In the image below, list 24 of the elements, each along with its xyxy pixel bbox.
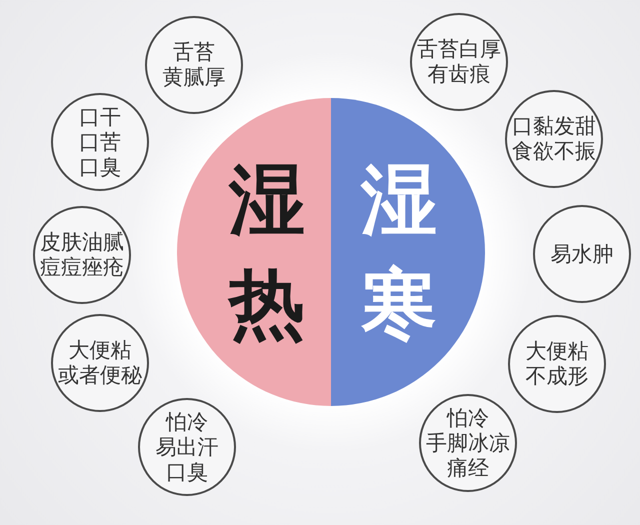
symptom-text: 舌苔 <box>173 40 215 65</box>
symptom-text: 大便粘 <box>526 339 588 364</box>
symptom-text: 食欲不振 <box>512 139 596 164</box>
symptom-text: 皮肤油腻 <box>40 230 124 255</box>
symptom-text: 易出汗 <box>156 434 218 460</box>
symptom-text: 痛经 <box>447 456 489 480</box>
symptom-text: 舌苔白厚 <box>417 37 501 62</box>
symptom-text: 大便粘 <box>68 338 132 363</box>
vertical-heading: 湿热 <box>229 154 305 350</box>
symptom-text: 怕冷 <box>166 410 208 434</box>
symptom-text: 口黏发甜 <box>512 114 596 139</box>
vertical-heading: 湿寒 <box>361 154 437 350</box>
symptom-text: 易水肿 <box>550 242 614 266</box>
symptom-text: 手脚冰凉 <box>426 430 510 456</box>
symptom-text: 痘痘痤疮 <box>40 255 124 280</box>
symptom-text: 有齿痕 <box>428 62 490 87</box>
symptom-text: 口干 <box>79 104 121 130</box>
symptom-text: 不成形 <box>526 364 588 389</box>
symptom-text: 口臭 <box>79 154 121 180</box>
symptom-text: 口苦 <box>79 130 121 154</box>
symptom-text: 怕冷 <box>447 406 489 430</box>
symptom-text: 口臭 <box>166 460 208 484</box>
symptom-text: 或者便秘 <box>58 363 142 388</box>
symptom-text: 黄腻厚 <box>162 65 226 90</box>
